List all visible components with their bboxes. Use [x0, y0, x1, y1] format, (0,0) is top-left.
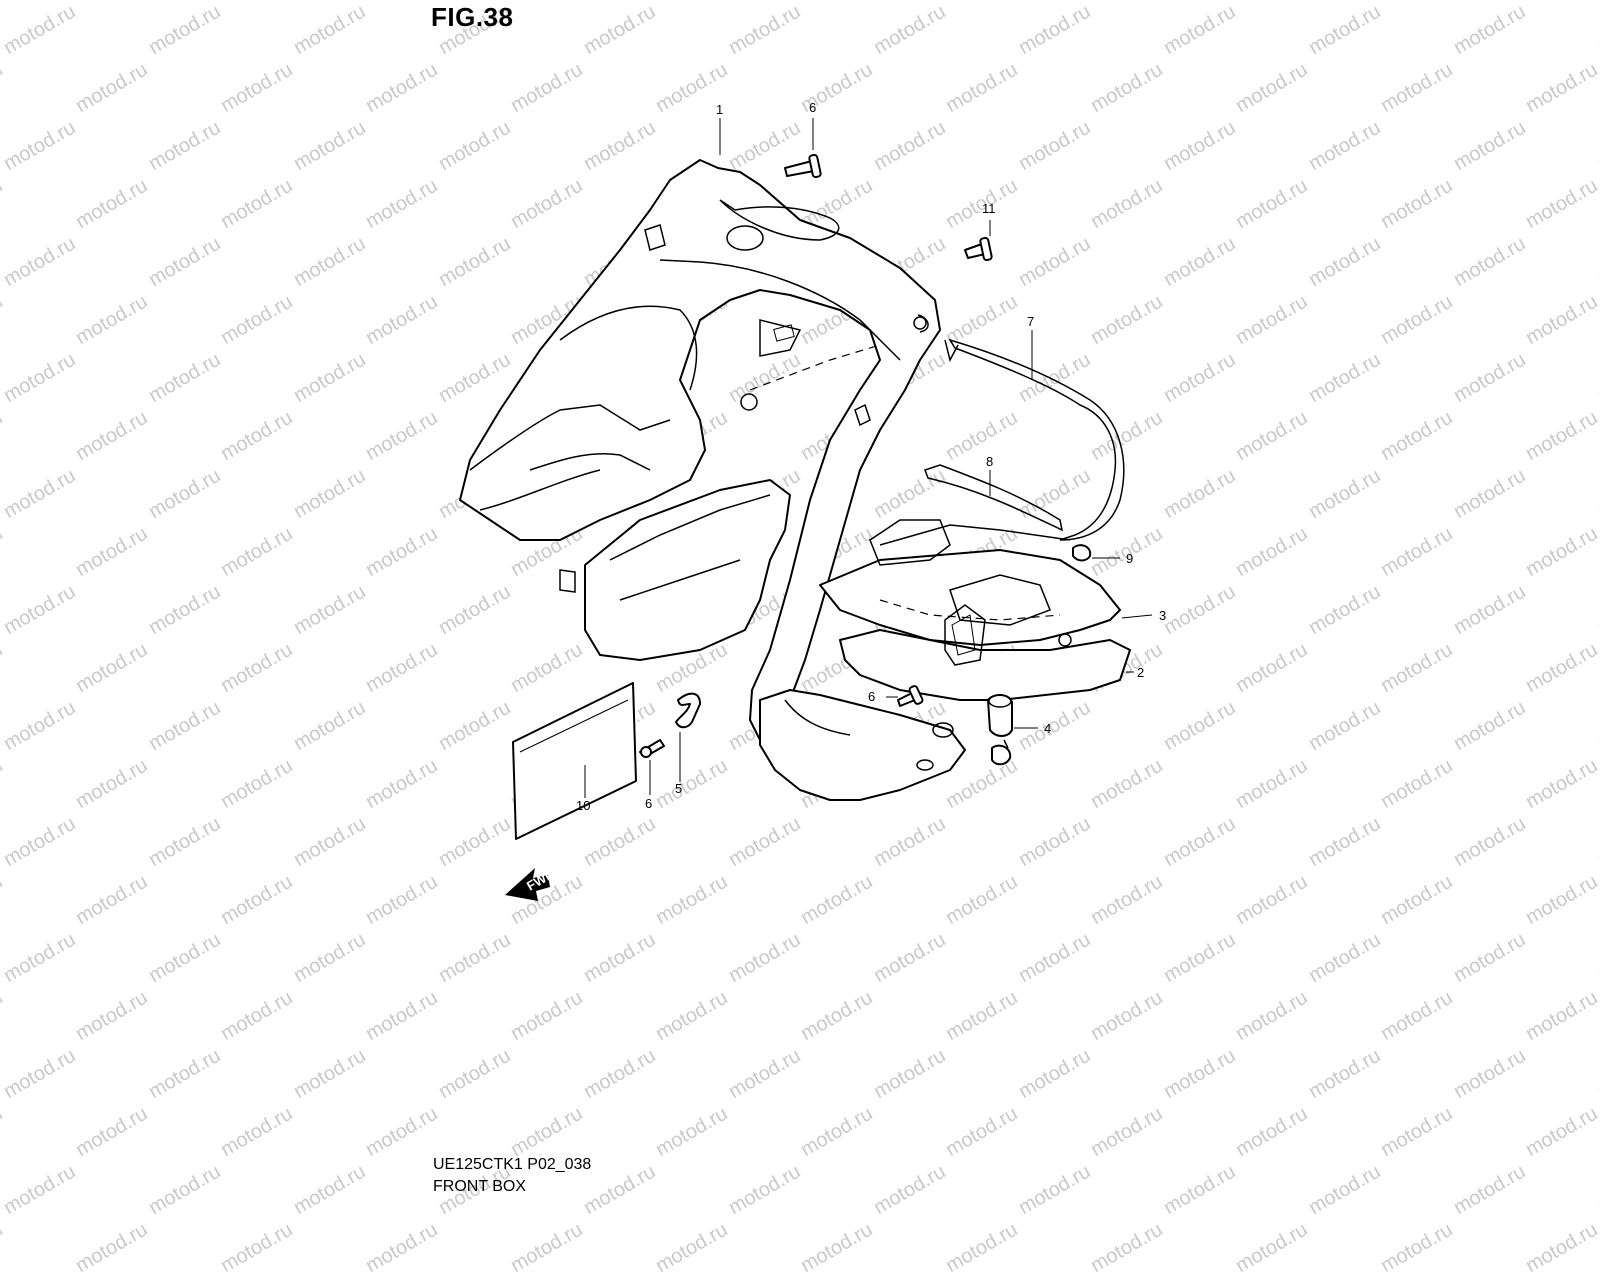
- callout-6-low: 6: [645, 796, 652, 811]
- callout-1: 1: [716, 102, 723, 117]
- part-6-screw-top: [784, 153, 822, 179]
- watermark-text: motod.ru: [1087, 1218, 1167, 1278]
- callout-10: 10: [576, 798, 590, 813]
- watermark-text: motod.ru: [362, 1218, 442, 1278]
- callout-6-mid: 6: [868, 689, 875, 704]
- callout-4: 4: [1044, 721, 1051, 736]
- callout-7: 7: [1027, 314, 1034, 329]
- watermark-text: motod.ru: [942, 1218, 1022, 1278]
- watermark-text: motod.ru: [72, 1218, 152, 1278]
- watermark-text: motod.ru: [652, 1218, 732, 1278]
- callout-3: 3: [1159, 608, 1166, 623]
- part-10-label: [512, 682, 637, 840]
- part-8-seal: [924, 464, 1064, 532]
- callout-leaders: [584, 118, 1153, 798]
- callout-8: 8: [986, 454, 993, 469]
- part-6-screw-mid: [897, 685, 924, 707]
- fwd-arrow: FWD: [505, 866, 557, 901]
- part-2-3-lid: [819, 519, 1131, 701]
- callout-9: 9: [1126, 551, 1133, 566]
- part-5-clamp: [675, 692, 701, 729]
- watermark-text: motod.ru: [0, 1218, 7, 1278]
- part-6-screw-low: [639, 739, 665, 758]
- part-4-lock: [987, 694, 1013, 766]
- callout-6-top: 6: [809, 100, 816, 115]
- part-7-seal: [944, 338, 1125, 541]
- section-name: FRONT BOX: [433, 1178, 527, 1195]
- watermark-text: motod.ru: [1232, 1218, 1312, 1278]
- callout-5: 5: [675, 781, 682, 796]
- part-1-front-box: [459, 159, 966, 801]
- callout-2: 2: [1137, 665, 1144, 680]
- watermark-text: motod.ru: [217, 1218, 297, 1278]
- model-code: UE125CTK1 P02_038: [433, 1156, 592, 1173]
- part-9-clip: [1072, 544, 1092, 562]
- parts-diagram: FWD 1 6 11 7 8 9 3 2 6 4 10 6 5: [459, 100, 1166, 901]
- watermark-text: motod.ru: [507, 1218, 587, 1278]
- watermark-text: motod.ru: [1377, 1218, 1457, 1278]
- part-11-bolt: [964, 236, 993, 262]
- callout-labels: 1 6 11 7 8 9 3 2 6 4 10 6 5: [576, 100, 1166, 813]
- figure-title: FIG.38: [431, 2, 514, 32]
- watermark-text: motod.ru: [797, 1218, 877, 1278]
- callout-11: 11: [982, 201, 996, 216]
- watermark-text: motod.ru: [1522, 1218, 1600, 1278]
